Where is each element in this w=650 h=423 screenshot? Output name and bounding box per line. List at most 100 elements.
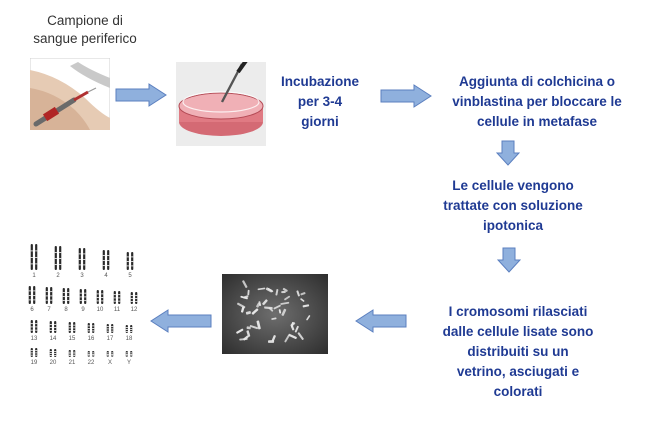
chromosome-band [135, 301, 138, 302]
chromosome-blob [275, 289, 279, 296]
source-label-line: sangue periferico [33, 31, 137, 46]
chromosome-band [87, 325, 90, 327]
chromosome-band [33, 290, 36, 292]
chromosome-band [102, 265, 105, 266]
blood-draw-image [30, 58, 110, 130]
chromosome-band [84, 296, 87, 298]
chromosome-band [111, 330, 114, 332]
step-incubation-line: per 3-4 [297, 94, 343, 109]
chromosome-blob [268, 340, 275, 343]
chromosome-band [68, 355, 71, 357]
step-incubation-line: giorni [301, 114, 339, 129]
chromosome-band [130, 295, 133, 296]
step-slide-line: vetrino, asciugati e [456, 364, 580, 379]
chromosome-blob [284, 334, 290, 343]
chromosome-band [87, 330, 90, 332]
chromosome-blob [249, 325, 259, 330]
chromosome-band [111, 326, 114, 328]
chromosome-band [28, 295, 31, 296]
chromosome-band [50, 291, 53, 293]
chromosome-band [59, 264, 62, 265]
chromosome-band [35, 354, 38, 356]
karyotype-number-label: 10 [97, 307, 104, 313]
chromosome-band [130, 298, 133, 299]
chromosome-band [130, 301, 133, 302]
step-incubation-line: Incubazione [280, 74, 359, 89]
chromosome-band [113, 297, 116, 299]
chromosome-blob [271, 317, 277, 320]
step-slide-line: dalle cellule lisate sono [442, 324, 594, 339]
chromosome-band [130, 354, 133, 355]
chromosome-band [62, 292, 65, 293]
chromosome-band [68, 351, 71, 353]
chromosome-band [111, 328, 114, 330]
chromosome-band [78, 264, 81, 266]
karyotype-number-label: 3 [80, 273, 84, 279]
karyotype-number-label: 4 [104, 273, 108, 279]
chromosome-band [35, 352, 38, 354]
chromosome-band [33, 299, 36, 301]
step-colchicine-line: cellule in metafase [476, 114, 598, 129]
chromosome-band [106, 352, 109, 354]
chromosome-band [54, 252, 57, 253]
karyotype-number-label: 14 [50, 336, 57, 342]
chromosome-band [131, 265, 134, 267]
chromosome-band [35, 350, 38, 352]
chromosome-band [83, 264, 86, 266]
chromosome-band [54, 353, 57, 354]
chromosome-band [101, 297, 104, 298]
step-slide-line: distribuiti su un [467, 344, 569, 359]
step-hypotonic: Le cellule vengono trattate con soluzion… [428, 176, 598, 236]
chromosome-band [30, 354, 33, 356]
chromosome-blob [294, 325, 299, 333]
chromosome-band [49, 355, 52, 356]
chromosome-band [67, 300, 70, 301]
chromosome-band [68, 330, 71, 332]
source-label: Campione di sangue periferico [20, 12, 150, 48]
chromosome-blob [236, 328, 244, 334]
chromosome-band [101, 300, 104, 302]
karyotype-number-label: 13 [31, 336, 38, 342]
arrow-left-icon [355, 309, 407, 333]
chromosome-band [118, 294, 121, 296]
chromosome-band [92, 328, 95, 329]
chromosome-band [30, 352, 33, 354]
chromosome-band [87, 328, 90, 329]
chromosome-blob [264, 306, 273, 310]
chromosome-band [78, 253, 81, 255]
chromosome-band [125, 329, 128, 330]
chromosome-band [130, 355, 133, 357]
chromosome-band [45, 291, 48, 293]
chromosome-blob [302, 304, 310, 308]
chromosome-band [49, 330, 52, 331]
chromosome-band [126, 261, 129, 262]
chromosome-band [79, 292, 82, 294]
chromosome-band [92, 330, 95, 332]
chromosome-band [54, 258, 57, 259]
chromosome-band [62, 300, 65, 301]
chromosome-band [113, 294, 116, 296]
karyotype-number-label: X [108, 360, 112, 366]
chromosome-band [130, 329, 133, 330]
chromosome-band [135, 295, 138, 296]
chromosome-band [96, 293, 99, 295]
chromosome-band [35, 323, 38, 325]
chromosome-band [54, 264, 57, 265]
chromosome-blob [290, 324, 295, 331]
chromosome-band [130, 352, 133, 354]
chromosome-band [106, 326, 109, 328]
chromosome-band [30, 323, 33, 325]
chromosome-band [54, 330, 57, 331]
chromosome-band [30, 257, 33, 258]
chromosome-blob [246, 330, 251, 337]
step-colchicine-line: Aggiunta di colchicina o [458, 74, 615, 89]
chromosome-band [30, 329, 33, 331]
chromosome-band [125, 355, 128, 357]
karyotype-number-label: 12 [131, 307, 138, 313]
chromosome-band [33, 295, 36, 296]
chromosome-band [45, 299, 48, 301]
chromosome-band [50, 299, 53, 301]
chromosome-blob [265, 287, 273, 293]
chromosome-blob [271, 335, 276, 342]
